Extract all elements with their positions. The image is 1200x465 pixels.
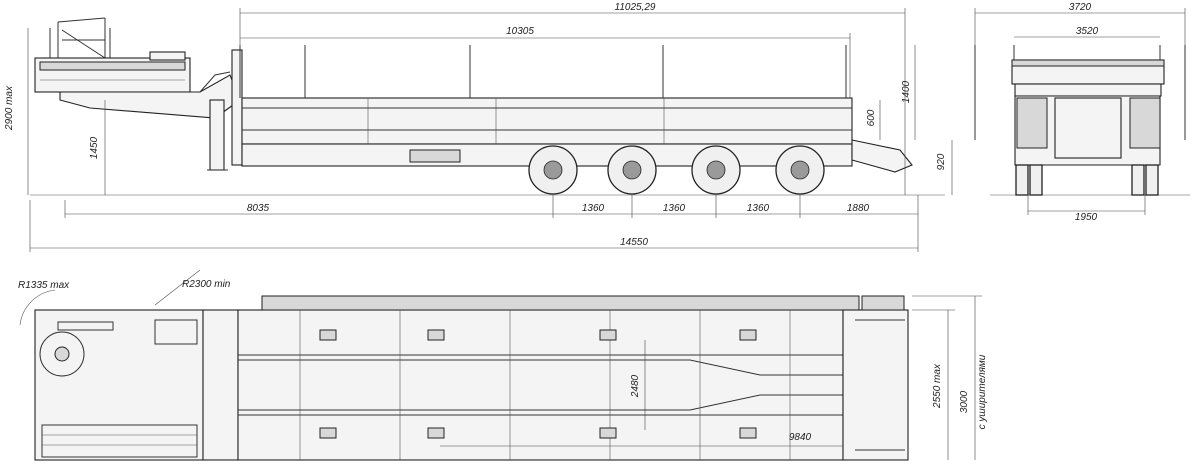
gooseneck-box: [149, 51, 186, 61]
stake-height-label: 1400: [901, 80, 912, 103]
rear-overhang-label: 1880: [847, 203, 870, 214]
inner-width-label: 2480: [630, 374, 641, 398]
plan-side-board: [261, 295, 860, 311]
front-radius-arc: [19, 289, 56, 326]
gooseneck-height-label: 2900 max: [4, 85, 15, 131]
gooseneck-top-rail: [39, 61, 186, 71]
overall-width-max-label: 2550 max: [932, 363, 943, 409]
front-width-total-label: 3720: [1069, 2, 1092, 13]
plan-view: R1335 max R2300 min 2480 9840 2550 max 3…: [18, 269, 988, 461]
to-first-axle-label: 8035: [247, 203, 270, 214]
axle-spacing-1-label: 1360: [582, 203, 605, 214]
width-with-extensions-label: 3000: [959, 390, 970, 413]
rear-ramp: [851, 139, 913, 173]
axle-spacing-3-label: 1360: [747, 203, 770, 214]
deck-length-label: 10305: [506, 26, 534, 37]
overall-length-top-label: 11025,29: [615, 2, 656, 13]
kingpin-circle: [39, 331, 85, 377]
front-wheels: [1015, 164, 1159, 196]
min-radius-leader: [154, 269, 201, 306]
side-dimension-lines: [27, 8, 953, 252]
with-extensions-caption: с уширителями: [977, 354, 988, 429]
side-board-label: 600: [866, 109, 877, 126]
gooseneck-crane: [49, 17, 111, 60]
turn-radius-front-label: R1335 max: [18, 280, 70, 291]
ramp-length-label: 9840: [789, 432, 812, 443]
deck-height-label: 1450: [89, 136, 100, 159]
front-width-deck-label: 3520: [1076, 26, 1099, 37]
turn-radius-min-label: R2300 min: [182, 279, 231, 290]
total-length-label: 14550: [620, 237, 648, 248]
stakes: [239, 45, 847, 98]
track-width-label: 1950: [1075, 212, 1098, 223]
axle-spacing-2-label: 1360: [663, 203, 686, 214]
landing-gear: [209, 99, 225, 171]
plan-axle-markers: [319, 329, 757, 439]
front-view: 3720 3520 1950: [974, 2, 1190, 223]
board-dividers: [367, 98, 665, 144]
ramp-height-label: 920: [936, 153, 947, 170]
side-view: 11025,29 10305 2900 max 1450 1400 600 92…: [4, 2, 953, 252]
plan-ramps: [842, 309, 909, 461]
plan-crossmembers: [299, 310, 791, 460]
side-wheels: [528, 145, 825, 195]
toolbox: [409, 149, 461, 163]
deck-side-boards: [241, 97, 853, 145]
